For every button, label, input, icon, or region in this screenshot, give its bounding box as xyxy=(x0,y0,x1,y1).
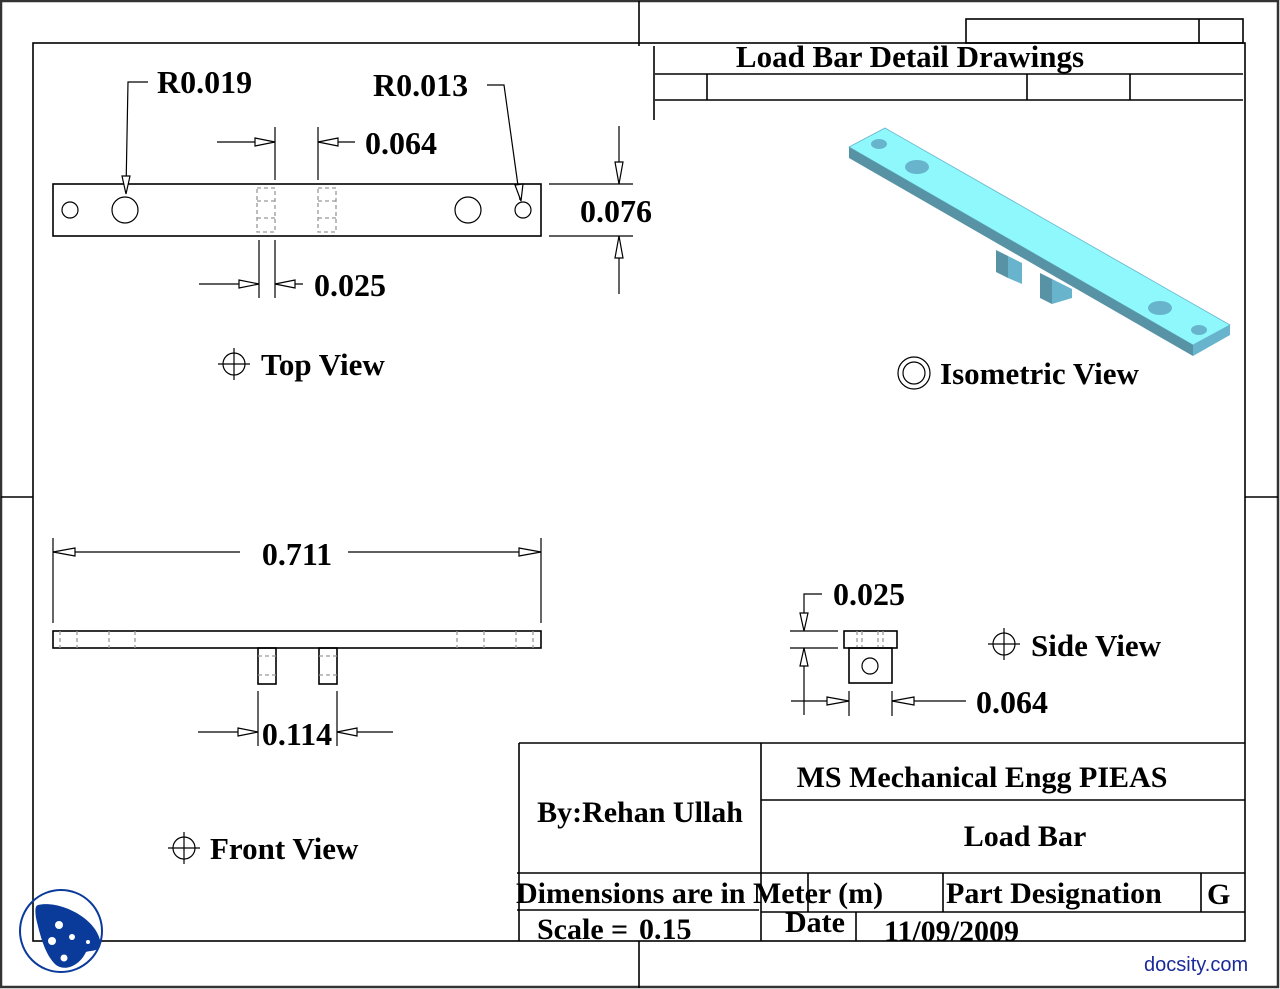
dim-rib-outer-span: 0.114 xyxy=(262,716,332,752)
scale-value: 0.15 xyxy=(639,913,692,946)
units-note: Dimensions are in Meter (m) xyxy=(516,877,883,910)
institution: MS Mechanical Engg PIEAS xyxy=(797,761,1168,794)
crosshair-circle-icon xyxy=(218,348,250,380)
date-label: Date xyxy=(785,906,845,939)
drawing-title: Load Bar Detail Drawings xyxy=(736,39,1084,74)
part-designation-value: G xyxy=(1207,878,1230,911)
dim-bar-width: 0.076 xyxy=(580,193,652,229)
dim-rib-spacing: 0.064 xyxy=(365,125,437,161)
isometric-view-label: Isometric View xyxy=(940,356,1139,391)
side-view: 0.025 0.064 Side View xyxy=(790,576,1162,720)
part-name: Load Bar xyxy=(964,820,1087,853)
crosshair-circle-icon xyxy=(168,832,200,864)
double-circle-icon xyxy=(897,356,931,390)
dim-small-hole-radius-text: R0.013 xyxy=(373,67,468,103)
front-view: 0.711 0.114 Front View xyxy=(52,536,542,866)
author: By:Rehan Ullah xyxy=(537,796,743,829)
dim-overall-length: 0.711 xyxy=(262,536,332,572)
part-designation-label: Part Designation xyxy=(946,877,1162,910)
dim-rib-thickness: 0.025 xyxy=(314,267,386,303)
scale-label: Scale xyxy=(537,913,604,946)
front-view-label: Front View xyxy=(210,831,359,866)
docsity-logo-icon xyxy=(19,889,103,973)
title-header: Load Bar Detail Drawings xyxy=(653,39,1243,120)
dim-bar-thickness: 0.025 xyxy=(833,576,905,612)
crosshair-circle-icon xyxy=(988,628,1020,660)
top-view-label: Top View xyxy=(261,347,385,382)
dim-rib-width: 0.064 xyxy=(976,684,1048,720)
watermark: docsity.com xyxy=(1144,954,1248,976)
isometric-view: Isometric View xyxy=(848,127,1231,391)
dim-large-hole-radius: R0.019 xyxy=(157,64,252,100)
scale-equals: = xyxy=(611,913,628,946)
side-view-label: Side View xyxy=(1031,628,1162,663)
top-view: R0.019 R0.013 0.064 0.025 0.076 xyxy=(52,64,652,382)
date-value: 11/09/2009 xyxy=(884,915,1019,948)
title-block: By:Rehan Ullah MS Mechanical Engg PIEAS … xyxy=(516,742,1245,948)
